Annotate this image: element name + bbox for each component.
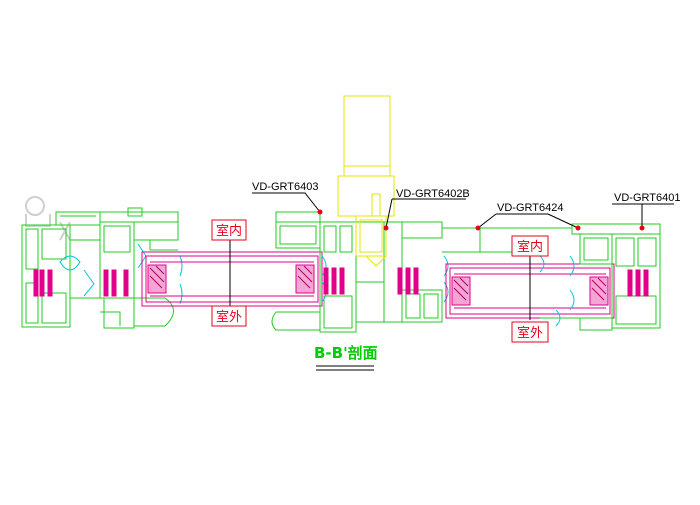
- tag-indoor-right: 室内: [511, 235, 549, 257]
- tag-indoor-left: 室内: [211, 219, 247, 241]
- title-underline: [316, 365, 374, 371]
- right-frame-profile: [480, 223, 661, 331]
- left-thermal-strips: [33, 269, 129, 297]
- left-glass-hatching: [149, 265, 313, 289]
- tag-outdoor-right-text: 室外: [517, 325, 543, 341]
- center-gaskets: [321, 255, 449, 303]
- left-frame-profile: [21, 207, 179, 329]
- tag-indoor-right-text: 室内: [517, 239, 543, 255]
- right-gaskets: [539, 255, 575, 327]
- right-glass-hatching: [453, 277, 607, 301]
- callout-leaders: [252, 192, 674, 229]
- tag-outdoor-right: 室外: [511, 321, 549, 343]
- label-vd-grt6403: VD-GRT6403: [252, 181, 318, 193]
- label-vd-grt6424: VD-GRT6424: [497, 202, 563, 214]
- label-vd-grt6402b: VD-GRT6402B: [396, 188, 470, 200]
- label-vd-grt6401: VD-GRT6401: [614, 192, 680, 204]
- watermark-logo: [25, 196, 71, 241]
- center-sash-profile: [271, 211, 481, 333]
- handle: [337, 95, 395, 267]
- callout-dots: [317, 209, 645, 231]
- tag-outdoor-left-text: 室外: [216, 309, 242, 325]
- left-glass-unit: [141, 251, 323, 307]
- center-thermal-strips: [323, 267, 419, 295]
- right-thermal-strips: [627, 269, 649, 297]
- tag-outdoor-left: 室外: [211, 305, 247, 327]
- section-title: B-B'剖面: [314, 344, 378, 362]
- tag-indoor-left-text: 室内: [216, 223, 242, 239]
